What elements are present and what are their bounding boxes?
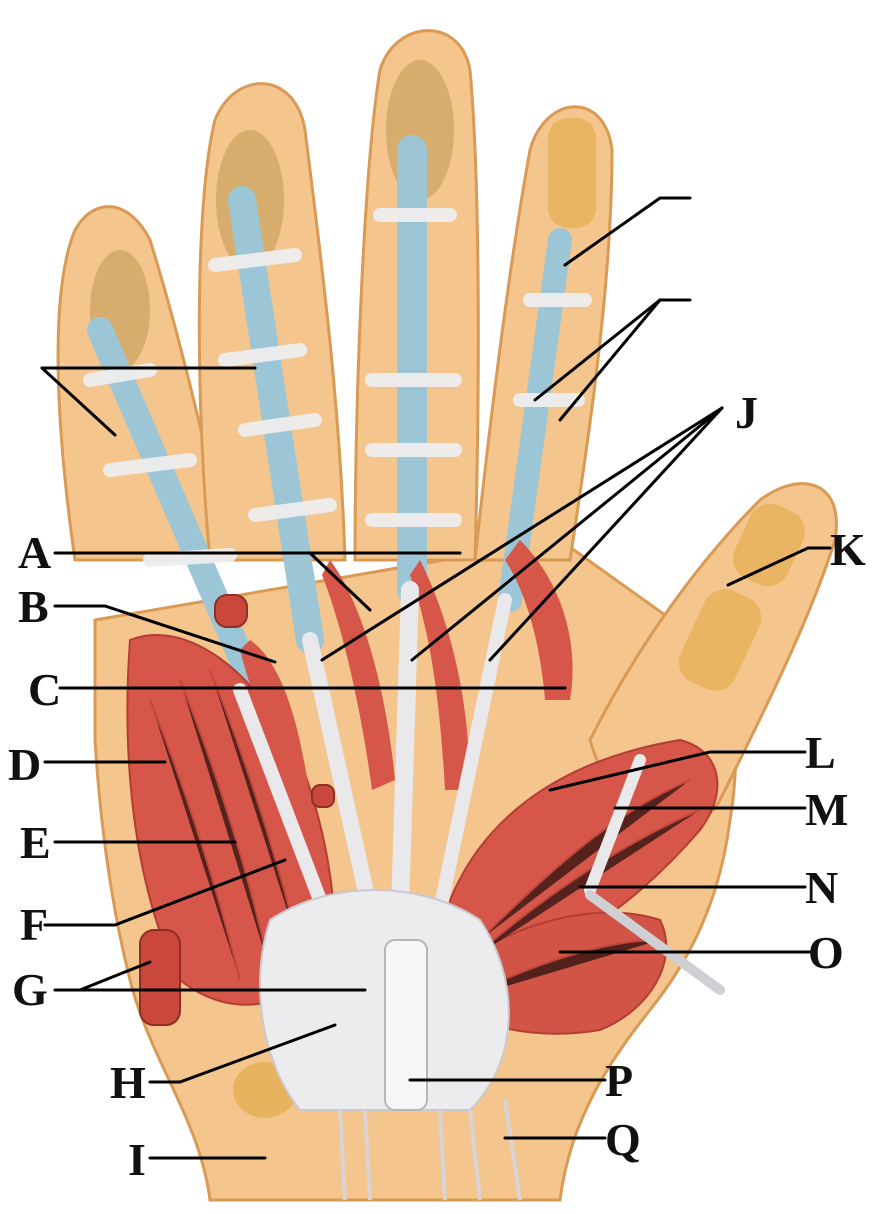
leader-lines [40,196,832,1160]
label-a: A [18,527,51,578]
labels: A B C D E F G H I J K L M N O P Q [8,387,866,1185]
label-e: E [20,817,51,868]
label-k: K [830,524,866,575]
label-f: F [20,899,48,950]
flexor-retinaculum [259,889,725,1201]
label-q: Q [605,1114,641,1165]
label-p: P [605,1055,633,1106]
label-c: C [28,664,61,715]
label-o: O [808,927,844,978]
label-i: I [128,1134,146,1185]
flexor-tendons [233,581,646,919]
label-j: J [735,387,758,438]
label-d: D [8,739,41,790]
label-m: M [805,784,848,835]
tendon-sheaths [83,135,592,703]
label-g: G [12,964,48,1015]
label-b: B [18,581,49,632]
label-h: H [110,1057,146,1108]
label-l: L [805,727,836,778]
label-n: N [805,862,838,913]
